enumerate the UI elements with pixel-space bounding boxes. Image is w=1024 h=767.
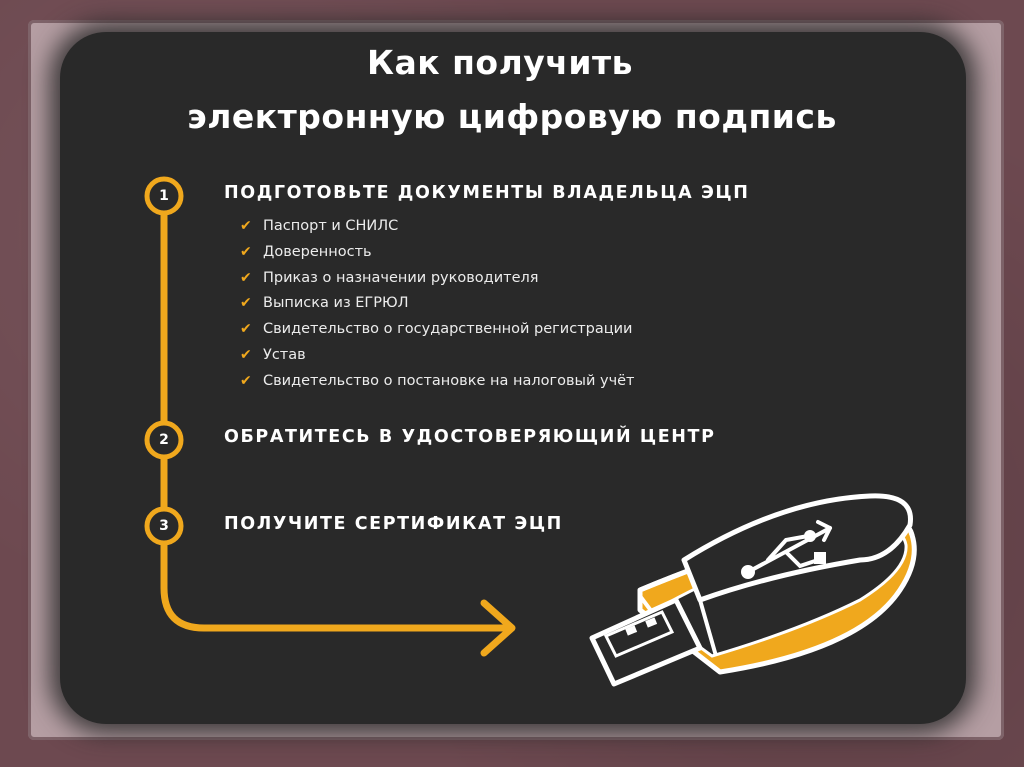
list-item-text: Свидетельство о постановке на налоговый …: [263, 372, 635, 389]
arrow-right-icon: [480, 599, 516, 657]
list-item: ✔ Свидетельство о постановке на налоговый…: [240, 369, 635, 395]
page-title: Как получить электронную цифровую подпис…: [0, 36, 1024, 144]
list-item-text: Устав: [263, 346, 306, 363]
timeline-line: [160, 192, 512, 632]
check-icon: ✔: [240, 269, 252, 286]
usb-symbol-icon: [741, 520, 832, 579]
list-item: ✔ Доверенность: [240, 240, 635, 266]
title-line-1: Как получить: [366, 43, 634, 82]
check-icon: ✔: [240, 346, 252, 363]
step-3-circle: [144, 506, 184, 546]
check-icon: ✔: [240, 372, 252, 389]
document-list: ✔ Паспорт и СНИЛС ✔ Доверенность ✔ Приказ о…: [240, 214, 635, 395]
list-item: ✔ Приказ о назначении руководителя: [240, 266, 635, 292]
list-item-text: Свидетельство о государственной регистра…: [263, 321, 633, 338]
list-item-text: Приказ о назначении руководителя: [263, 269, 539, 286]
list-item-text: Паспорт и СНИЛС: [263, 218, 399, 234]
list-item: ✔ Устав: [240, 343, 635, 369]
step-2-circle: [144, 420, 184, 460]
step-3-heading: ПОЛУЧИТЕ СЕРТИФИКАТ ЭЦП: [224, 514, 563, 534]
title-line-2: электронную цифровую подпись: [187, 97, 837, 136]
list-item-text: Выписка из ЕГРЮЛ: [263, 295, 409, 312]
step-number-3: 3: [159, 518, 169, 534]
list-item: ✔ Выписка из ЕГРЮЛ: [240, 291, 635, 317]
usb-flash-drive-icon: [589, 493, 917, 687]
step-1-heading: ПОДГОТОВЬТЕ ДОКУМЕНТЫ ВЛАДЕЛЬЦА ЭЦП: [224, 183, 750, 203]
step-1-circle: [144, 176, 184, 216]
check-icon: ✔: [240, 218, 252, 234]
list-item-text: Доверенность: [263, 243, 372, 260]
list-item: ✔ Свидетельство о государственной регистр…: [240, 317, 635, 343]
step-number-1: 1: [159, 188, 169, 204]
check-icon: ✔: [240, 243, 252, 260]
list-item: ✔ Паспорт и СНИЛС: [240, 214, 635, 240]
step-number-2: 2: [159, 432, 169, 448]
check-icon: ✔: [240, 321, 252, 338]
step-2-heading: ОБРАТИТЕСЬ В УДОСТОВЕРЯЮЩИЙ ЦЕНТР: [224, 427, 716, 447]
check-icon: ✔: [240, 295, 252, 312]
